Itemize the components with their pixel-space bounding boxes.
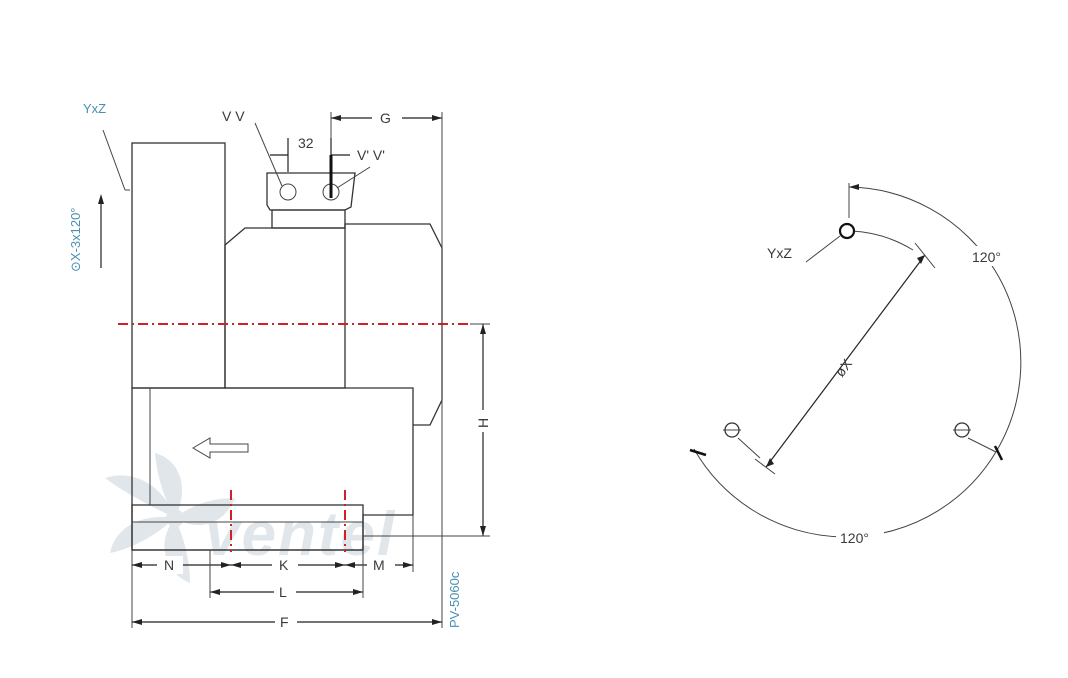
port-base [271,209,346,229]
flange-spec-label: YxZ [83,101,106,116]
diameter-label: øX [832,355,856,379]
bolt-spec-label: ⊙X-3x120° [68,207,83,272]
dim-g-label: G [380,110,391,126]
port-hole-left [279,183,297,201]
bolt-hole-top [838,222,856,240]
port-spacing-label: 32 [298,135,314,151]
dim-l-label: L [279,584,287,600]
port-right-label: V' V' [357,147,385,163]
angle-bottom-label: 120° [840,530,869,546]
base-plate [131,504,364,551]
motor-body [224,227,346,389]
dim-m-label: M [373,557,385,573]
dim-n-label: N [164,557,174,573]
hole-spec-label: YxZ [767,245,792,261]
side-view: YxZ ⊙X-3x120° V V 32 V' V' G H [68,101,491,631]
angle-arc [693,186,1022,538]
flange-block [131,142,226,389]
dim-h-label: H [475,418,491,428]
arrow-left-icon [192,437,249,459]
model-label: PV-5060c [447,571,462,628]
dim-f-label: F [280,614,289,630]
flange-view: øX YxZ 120° 120° [689,183,1022,547]
diameter-line [765,254,926,468]
dim-k-label: K [279,557,289,573]
angle-top-label: 120° [972,249,1001,265]
port-left-label: V V [222,108,245,124]
